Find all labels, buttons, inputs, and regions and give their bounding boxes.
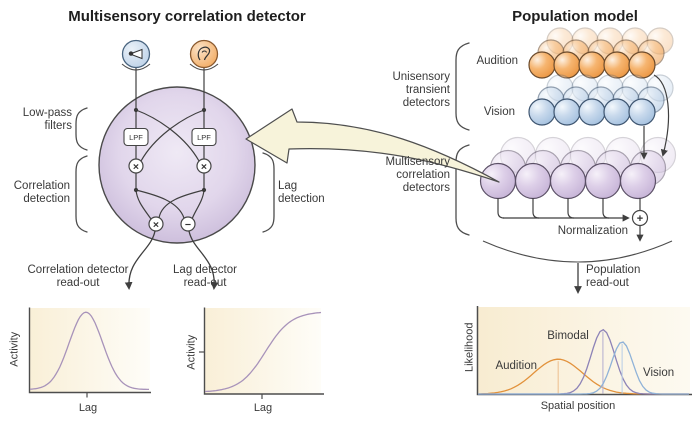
low-pass-filter-boxes: LPF LPF (123, 127, 217, 147)
multisensory-sphere (514, 162, 552, 200)
audition-sphere (553, 51, 581, 79)
braid-wire-3 (191, 189, 205, 220)
correlation-bracket (75, 155, 88, 233)
lpf-box-right (191, 127, 217, 147)
multisensory-sphere (619, 162, 657, 200)
lpf-label-right: LPF (197, 133, 211, 142)
braid-wire-1 (135, 189, 152, 220)
population-readout-label: Population read-out (586, 264, 641, 290)
correlation-detection-label: Correlation detection (13, 180, 70, 206)
vision-sphere (528, 98, 556, 126)
lag-detection-label: Lag detection (278, 180, 325, 206)
correlation-readout-curve (29, 311, 149, 391)
plot-background (204, 308, 321, 394)
multisensory-sphere (584, 162, 622, 200)
multisensory-detector-row (479, 136, 677, 200)
audition-curve-label: Audition (495, 360, 537, 372)
activity-axis-label: Activity (8, 331, 21, 367)
detector-stem (497, 198, 505, 219)
minus-symbol: − (185, 219, 191, 231)
lag-readout-plot (199, 307, 324, 399)
unisensory-detectors-label: Unisensory transient detectors (392, 71, 450, 110)
unisensory-to-multisensory-arrows (640, 74, 670, 160)
cross-wire-left-to-right (135, 109, 200, 162)
vision-sensor (121, 39, 151, 71)
detector-stem (567, 198, 575, 219)
normalization-network (497, 198, 644, 242)
plot-axes (203, 307, 324, 395)
correlation-readout-title: Correlation detector read-out (27, 264, 129, 290)
lag-axis-label: Lag (78, 402, 98, 414)
unisensory-bracket (455, 42, 470, 131)
lag-readout-curve (204, 311, 322, 393)
vision-cradle-arc (121, 63, 151, 71)
correlation-readout-plot (28, 307, 151, 398)
brackets (75, 42, 470, 236)
correlation-detector-body (98, 86, 256, 244)
plot-background (29, 308, 150, 392)
bimodal-curve-label: Bimodal (547, 330, 589, 342)
multiply-node-left (128, 158, 144, 174)
vision-sphere (603, 98, 631, 126)
activity-axis-label: Activity (185, 334, 198, 370)
multiply-symbol: × (153, 219, 159, 231)
likelihood-plot (476, 306, 692, 396)
cross-wire-right-to-left (140, 109, 205, 162)
lag-bracket (262, 152, 275, 233)
eye-icon (128, 48, 143, 60)
plus-symbol: + (637, 213, 643, 225)
low-pass-bracket (75, 107, 88, 151)
braid-wire-2 (135, 189, 185, 219)
left-panel-title: Multisensory correlation detector (68, 8, 306, 25)
audition-cradle-arc (189, 63, 219, 71)
vision-detector-row (528, 74, 674, 126)
normalization-label: Normalization (557, 225, 628, 237)
vision-sphere (553, 98, 581, 126)
multiply-symbol: × (201, 161, 207, 173)
lpf-label-left: LPF (129, 133, 143, 142)
multisensory-detectors-label: Multisensory correlation detectors (385, 156, 450, 195)
audition-sphere (628, 51, 656, 79)
plot-axes (28, 307, 151, 394)
lpf-box-left (123, 127, 149, 147)
vision-likelihood-curve (478, 341, 689, 395)
minus-node (180, 216, 196, 232)
audition-row-label: Audition (476, 55, 518, 67)
operation-nodes: × × × − (128, 158, 212, 232)
vision-sphere (628, 98, 656, 126)
lag-axis-label: Lag (253, 402, 273, 414)
branch-dots (133, 107, 207, 193)
multiply-node-bottom (148, 216, 164, 232)
correlation-readout-arrow (124, 230, 156, 290)
plus-node (631, 209, 649, 227)
braid-wire-4 (158, 189, 205, 219)
audition-sensor (189, 39, 219, 71)
ear-icon (197, 46, 211, 61)
vision-row-label: Vision (483, 106, 515, 118)
multisensory-sphere (549, 162, 587, 200)
audition-sphere (578, 51, 606, 79)
audition-sphere (603, 51, 631, 79)
spatial-position-axis-label: Spatial position (540, 400, 616, 412)
plot-background (478, 307, 690, 394)
lag-readout-arrow (188, 230, 219, 290)
detector-stem (532, 198, 540, 219)
audition-detector-row (528, 27, 674, 79)
model-link-arrow (245, 108, 500, 183)
detector-stem (602, 198, 610, 219)
multiply-symbol: × (133, 161, 139, 173)
readout-arrows (124, 230, 219, 290)
audition-sphere (528, 51, 556, 79)
multisensory-bracket (455, 144, 470, 236)
vision-sphere (578, 98, 606, 126)
low-pass-filters-label: Low-pass filters (22, 107, 72, 133)
audition-projection-arrow (653, 74, 670, 157)
multiply-node-right (196, 158, 212, 174)
lag-readout-title: Lag detector read-out (173, 264, 237, 290)
vision-curve-label: Vision (643, 367, 675, 379)
population-brace-arc (482, 240, 673, 263)
right-panel-title: Population model (512, 8, 638, 25)
plot-axes (476, 306, 692, 396)
